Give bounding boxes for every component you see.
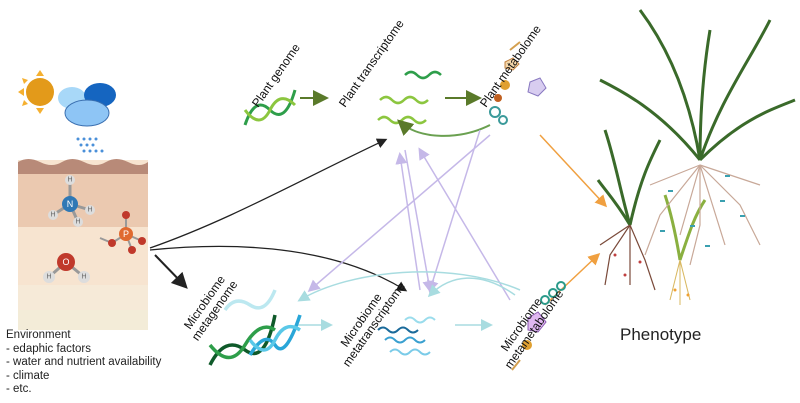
arrow-metabolome-to-phenotype [539, 134, 608, 208]
arrow-metabolome-to-metatranscriptome-a [426, 129, 481, 293]
arrow-metatranscriptome-to-transcriptome [395, 152, 421, 291]
svg-text:N: N [67, 199, 74, 209]
phenotype-label: Phenotype [620, 325, 702, 344]
environment-title: Environment [6, 329, 71, 341]
svg-text:H: H [67, 177, 72, 184]
environment-item: - edaphic factors [6, 342, 92, 355]
soil-profile [18, 159, 148, 330]
arrow-metabolome-to-metagenome [307, 134, 491, 292]
svg-text:H: H [50, 212, 55, 219]
plant-metabolome-molecule-icon [489, 41, 547, 125]
plant-genome-dna-icon [243, 89, 297, 126]
arrow-metametabolome-to-metagenome [297, 271, 521, 302]
phosphate-molecule: P [99, 211, 146, 254]
label-microbiome-metagenome: Microbiome metagenome [181, 273, 241, 344]
svg-text:P: P [123, 229, 129, 239]
svg-text:O: O [62, 257, 69, 267]
environment-item: - etc. [6, 383, 32, 395]
svg-text:H: H [87, 207, 92, 214]
label-microbiome-metametabolome: Microbiome metametabolome [498, 287, 567, 371]
plant-phenotype-illustration [596, 9, 796, 305]
arrow-env-to-transcriptome [149, 138, 388, 249]
environment-legend: Environment - edaphic factors - water an… [6, 329, 161, 397]
arrow-env-to-metagenome [154, 254, 188, 289]
label-plant-transcriptome: Plant transcriptome [336, 17, 407, 110]
metatranscriptome-rna-icon [377, 316, 436, 356]
metametabolome-molecule-icon [511, 281, 566, 371]
svg-text:H: H [75, 219, 80, 226]
metagenome-dna-icon [208, 289, 302, 366]
arrow-metametabolome-to-transcriptome [418, 147, 511, 301]
water-molecule: O H H [43, 253, 90, 283]
environment-item: - water and nutrient availability [6, 356, 162, 368]
sun-icon [18, 70, 54, 114]
environment-item: - climate [6, 369, 50, 382]
svg-text:H: H [81, 274, 86, 281]
cloud-rain-icon [58, 83, 116, 153]
label-plant-metabolome: Plant metabolome [477, 22, 544, 110]
arrow-metametabolome-to-metatranscriptome [427, 277, 516, 298]
svg-text:H: H [46, 274, 51, 281]
ammonium-molecule: N H H H H [48, 175, 95, 227]
label-plant-genome: Plant genome [249, 41, 303, 110]
plant-transcriptome-rna-icon [377, 70, 442, 125]
arrow-metabolome-to-transcriptome [397, 119, 491, 137]
arrow-env-to-metatranscriptome [149, 245, 408, 292]
arrow-transcriptome-to-metatranscriptome [404, 149, 435, 293]
label-microbiome-metatranscriptome: Microbiome metatranscriptome [338, 279, 409, 369]
